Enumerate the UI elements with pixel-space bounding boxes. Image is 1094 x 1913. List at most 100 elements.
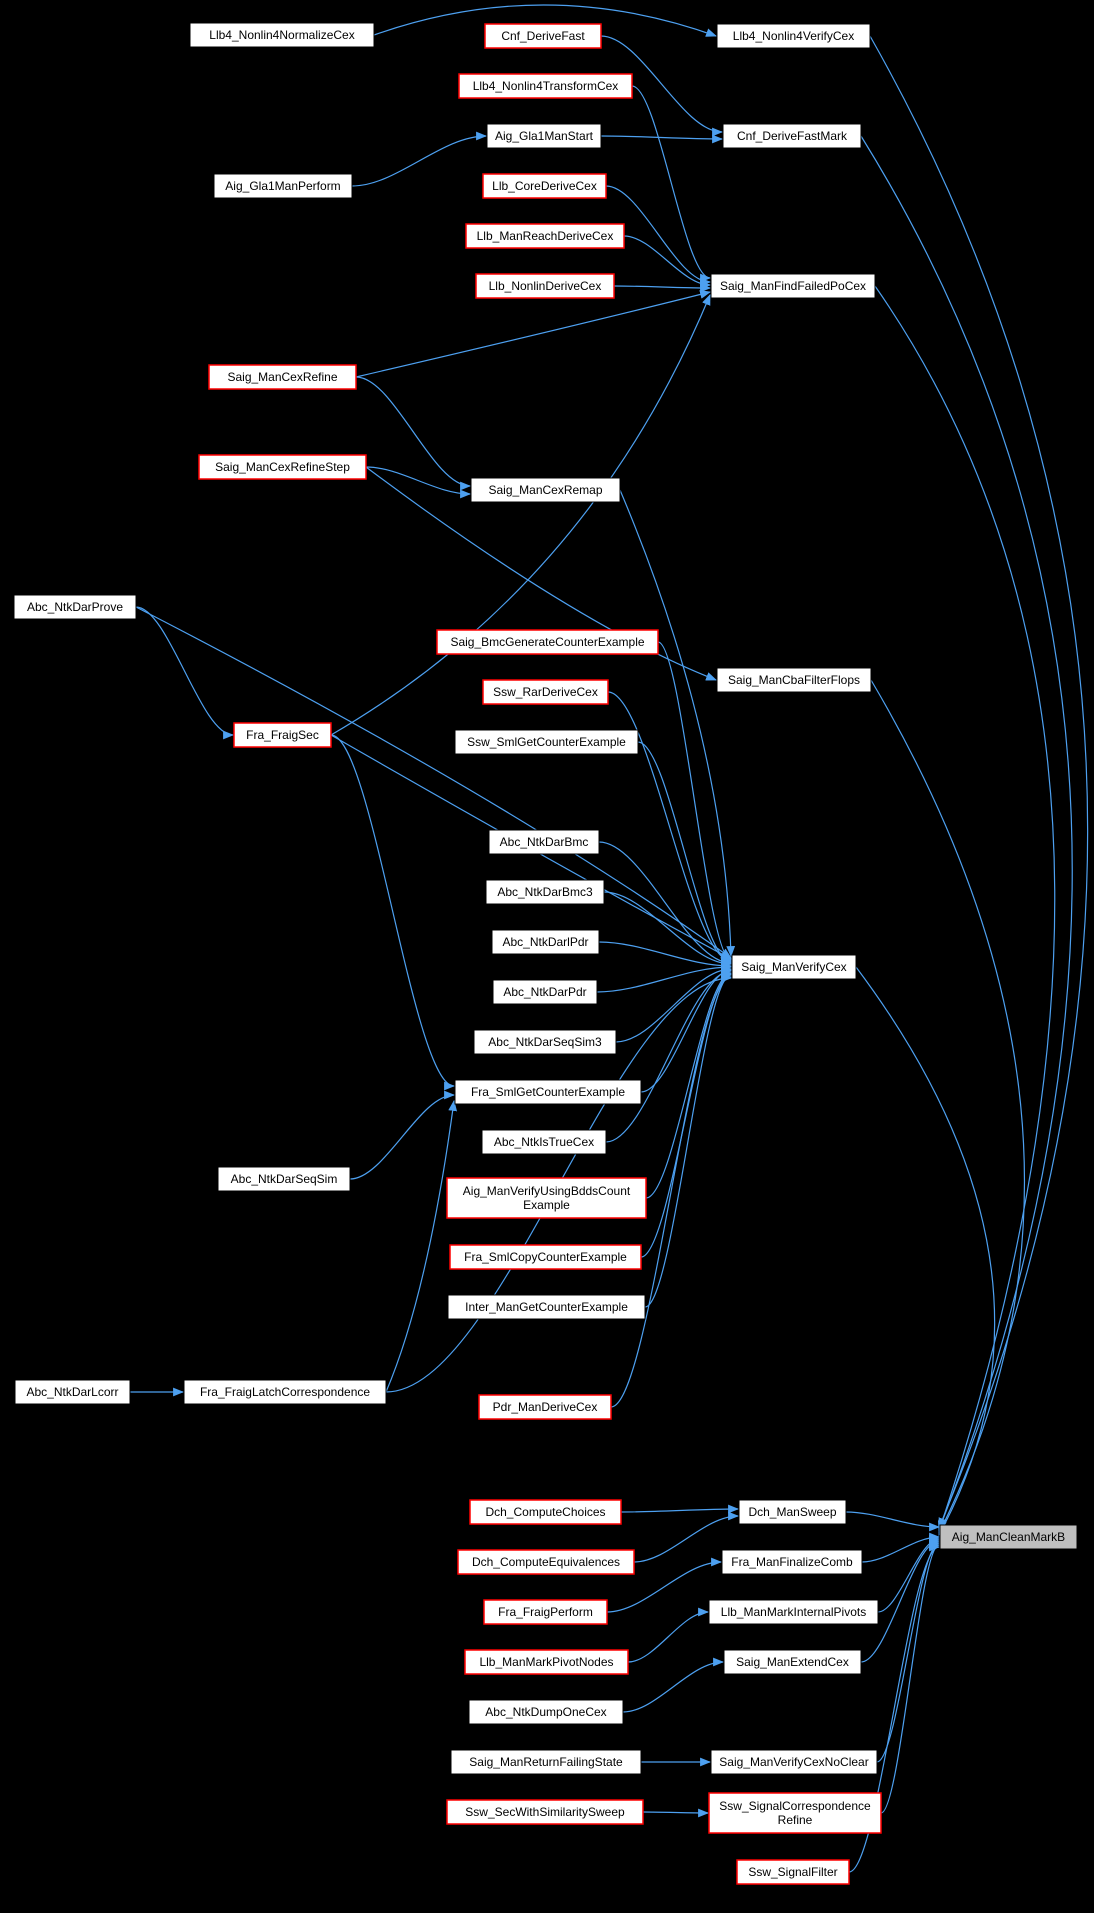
edge-abc-ntkdarseqsim3-to-saig-manverifycex: [615, 964, 733, 1043]
node-abc-ntkdumponecex[interactable]: Abc_NtkDumpOneCex: [468, 1699, 624, 1725]
node-label: Fra_SmlGetCounterExample: [471, 1085, 625, 1099]
node-label: Abc_NtkDarPdr: [503, 985, 586, 999]
node-box: [478, 1394, 612, 1420]
node-abc-ntkistruecex[interactable]: Abc_NtkIsTrueCex: [481, 1129, 607, 1155]
node-label: Fra_FraigPerform: [498, 1605, 593, 1619]
node-abc-ntkdarseqsim3[interactable]: Abc_NtkDarSeqSim3: [473, 1029, 617, 1055]
node-ssw-signalfilter[interactable]: Ssw_SignalFilter: [736, 1859, 850, 1885]
node-box: [464, 1649, 629, 1675]
node-saig-manverifycex[interactable]: Saig_ManVerifyCex: [731, 954, 857, 980]
node-box: [14, 1379, 131, 1405]
node-fra-manfinalizecomb[interactable]: Fra_ManFinalizeComb: [721, 1549, 863, 1575]
node-saig-manreturnfailingstate[interactable]: Saig_ManReturnFailingState: [450, 1749, 642, 1775]
node-box: [473, 1029, 617, 1055]
node-aig-gla1manperform[interactable]: Aig_Gla1ManPerform: [213, 173, 353, 199]
edge-cnf-derivefastmark-to-aig-mancleanmarkb: [860, 135, 1073, 1532]
node-llb-nonlinderivecex[interactable]: Llb_NonlinDeriveCex: [475, 273, 615, 299]
node-box: [454, 1079, 642, 1105]
node-box: [189, 22, 375, 48]
node-saig-mancexrefinestep[interactable]: Saig_ManCexRefineStep: [198, 454, 367, 480]
node-box: [716, 667, 872, 693]
node-abc-ntkdarbmc[interactable]: Abc_NtkDarBmc: [488, 829, 600, 855]
node-label: Abc_NtkDarlPdr: [502, 935, 588, 949]
node-ssw-rarderivecex[interactable]: Ssw_RarDeriveCex: [482, 679, 609, 705]
node-llb4-nonlin4normalizecex[interactable]: Llb4_Nonlin4NormalizeCex: [189, 22, 375, 48]
node-abc-ntkdarprove[interactable]: Abc_NtkDarProve: [13, 594, 137, 620]
node-label: Dch_ComputeChoices: [485, 1505, 605, 1519]
edge-fra-fraigsec-to-fra-smlgetcounterexample: [330, 734, 456, 1091]
node-label: Inter_ManGetCounterExample: [465, 1300, 628, 1314]
node-dch-computechoices[interactable]: Dch_ComputeChoices: [469, 1499, 622, 1525]
node-fra-fraigperform[interactable]: Fra_FraigPerform: [483, 1599, 608, 1625]
node-box: [485, 879, 605, 905]
node-label: Aig_Gla1ManPerform: [225, 179, 340, 193]
node-cnf-derivefast[interactable]: Cnf_DeriveFast: [484, 23, 602, 49]
node-cnf-derivefastmark[interactable]: Cnf_DeriveFastMark: [722, 123, 862, 149]
node-fra-smlgetcounterexample[interactable]: Fra_SmlGetCounterExample: [454, 1079, 642, 1105]
edge-abc-ntkdarprove-to-saig-manverifycex: [135, 606, 732, 959]
node-saig-mancexremap[interactable]: Saig_ManCexRemap: [470, 477, 621, 503]
node-box: [491, 929, 600, 955]
node-label: Llb_ManMarkPivotNodes: [479, 1655, 613, 1669]
node-abc-ntkdarseqsim[interactable]: Abc_NtkDarSeqSim: [217, 1166, 351, 1192]
edge-saig-bmcgeneratecounterexample-to-saig-manverifycex: [657, 641, 733, 965]
node-label: Llb4_Nonlin4VerifyCex: [733, 29, 854, 43]
node-box: [492, 979, 598, 1005]
node-box: [710, 1749, 878, 1775]
node-inter-mangetcounterexample[interactable]: Inter_ManGetCounterExample: [447, 1294, 646, 1320]
edge-saig-mancexrefine-to-saig-mancexremap: [355, 376, 472, 491]
edge-abc-ntkdarseqsim-to-fra-smlgetcounterexample: [349, 1090, 456, 1180]
edge-llb4-nonlin4normalizecex-to-llb4-nonlin4verifycex: [373, 4, 718, 37]
node-abc-ntkdarlcorr[interactable]: Abc_NtkDarLcorr: [14, 1379, 131, 1405]
node-abc-ntkdarbmc3[interactable]: Abc_NtkDarBmc3: [485, 879, 605, 905]
node-pdr-manderivecex[interactable]: Pdr_ManDeriveCex: [478, 1394, 612, 1420]
node-llb4-nonlin4verifycex[interactable]: Llb4_Nonlin4VerifyCex: [716, 23, 871, 49]
node-saig-manextendcex[interactable]: Saig_ManExtendCex: [723, 1649, 862, 1675]
node-abc-ntkdarlpdr[interactable]: Abc_NtkDarlPdr: [491, 929, 600, 955]
node-llb-manreachderivecex[interactable]: Llb_ManReachDeriveCex: [465, 223, 625, 249]
node-fra-smlcopycounterexample[interactable]: Fra_SmlCopyCounterExample: [449, 1244, 642, 1270]
node-aig-gla1manstart[interactable]: Aig_Gla1ManStart: [486, 123, 602, 149]
node-abc-ntkdarpdr[interactable]: Abc_NtkDarPdr: [492, 979, 598, 1005]
edge-abc-ntkdumponecex-to-saig-manextendcex: [622, 1657, 725, 1713]
node-llb4-nonlin4transformcex[interactable]: Llb4_Nonlin4TransformCex: [458, 73, 633, 99]
node-box: [447, 1294, 646, 1320]
edge-llb-nonlinderivecex-to-saig-manfindfailedpocex: [613, 283, 712, 293]
node-saig-manfindfailedpocex[interactable]: Saig_ManFindFailedPoCex: [710, 273, 876, 299]
node-box: [468, 1699, 624, 1725]
node-box: [721, 1549, 863, 1575]
node-llb-corederivecex[interactable]: Llb_CoreDeriveCex: [482, 173, 607, 199]
edge-dch-mansweep-to-aig-mancleanmarkb: [845, 1511, 941, 1532]
edge-llb-manmarkpivotnodes-to-llb-manmarkinternalpivots: [627, 1607, 710, 1663]
edge-saig-mancexrefinestep-to-saig-mancbafilterflops: [365, 466, 718, 681]
edge-aig-gla1manperform-to-aig-gla1manstart: [351, 131, 488, 187]
node-box: [470, 477, 621, 503]
node-ssw-smlgetcounterexample[interactable]: Ssw_SmlGetCounterExample: [454, 729, 639, 755]
node-saig-manverifycexnoclear[interactable]: Saig_ManVerifyCexNoClear: [710, 1749, 878, 1775]
node-saig-mancbafilterflops[interactable]: Saig_ManCbaFilterFlops: [716, 667, 872, 693]
node-fra-fraiglatchcorrespondence[interactable]: Fra_FraigLatchCorrespondence: [183, 1379, 387, 1405]
node-dch-computeequivalences[interactable]: Dch_ComputeEquivalences: [457, 1549, 635, 1575]
node-ssw-secwithsimilaritysweep[interactable]: Ssw_SecWithSimilaritySweep: [446, 1799, 644, 1825]
node-llb-manmarkinternalpivots[interactable]: Llb_ManMarkInternalPivots: [708, 1599, 879, 1625]
node-label: Llb4_Nonlin4NormalizeCex: [209, 28, 354, 42]
node-label: Llb_ManMarkInternalPivots: [721, 1605, 866, 1619]
edge-fra-fraigsec-to-saig-manfindfailedpocex: [330, 293, 711, 736]
node-llb-manmarkpivotnodes[interactable]: Llb_ManMarkPivotNodes: [464, 1649, 629, 1675]
edge-ssw-rarderivecex-to-saig-manverifycex: [607, 691, 733, 966]
node-dch-mansweep[interactable]: Dch_ManSweep: [738, 1499, 847, 1525]
edge-saig-manverifycexnoclear-to-aig-mancleanmarkb: [876, 1538, 941, 1763]
node-aig-mancleanmarkb[interactable]: Aig_ManCleanMarkB: [939, 1524, 1078, 1550]
node-fra-fraigsec[interactable]: Fra_FraigSec: [233, 722, 332, 748]
node-saig-bmcgeneratecounterexample[interactable]: Saig_BmcGenerateCounterExample: [436, 629, 659, 655]
node-saig-mancexrefine[interactable]: Saig_ManCexRefine: [208, 364, 357, 390]
edge-saig-mancexremap-to-saig-manverifycex: [619, 489, 736, 958]
node-label: Dch_ManSweep: [748, 1505, 836, 1519]
edge-ssw-smlgetcounterexample-to-saig-manverifycex: [637, 741, 733, 967]
edge-fra-fraigsec-to-saig-manverifycex: [330, 734, 732, 960]
